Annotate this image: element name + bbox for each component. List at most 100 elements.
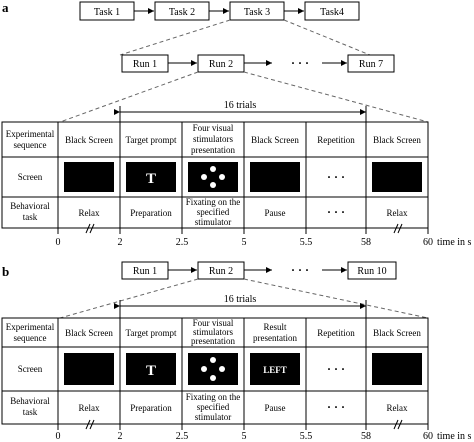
timeline-tick-label: 2.5: [176, 431, 189, 442]
stimulator-dot: [210, 375, 216, 381]
task-box: [304, 1, 360, 21]
run-row-a: Run 1 Run 2 Run 7 · · ·: [121, 54, 395, 73]
stimulator-dot: [210, 166, 216, 172]
behavior-cell: Relax: [387, 208, 408, 218]
run-box: [347, 261, 397, 280]
result-screen: [250, 353, 300, 385]
behavior-cell: Fixating on the: [186, 392, 241, 402]
timeline-tick-label: 2.5: [176, 237, 189, 248]
seq-cell: Black Screen: [251, 135, 299, 145]
run-box: [347, 54, 395, 73]
expand-dash: [119, 19, 231, 56]
seq-cell: Black Screen: [65, 135, 113, 145]
run-label: Run 10: [357, 266, 386, 277]
run-label: Run 2: [209, 266, 233, 277]
behavior-cell: Pause: [265, 208, 286, 218]
target-letter: T: [146, 363, 156, 379]
behavior-cell: stimulator: [195, 412, 232, 422]
black-screen: [250, 162, 300, 192]
seq-cell: Result: [263, 322, 287, 332]
axis-break: [85, 419, 95, 430]
run-label: Run 2: [209, 59, 233, 70]
stimulator-dot: [210, 182, 216, 188]
row-header-sequence: Experimental: [6, 129, 55, 139]
row-header-screen: Screen: [18, 364, 43, 374]
black-screen: [64, 353, 114, 385]
result-text: LEFT: [263, 365, 287, 375]
behavior-cell: Relax: [79, 208, 100, 218]
run-label: Run 1: [133, 266, 157, 277]
target-prompt-screen: [126, 162, 176, 192]
timeline-tick-label: 0: [56, 237, 61, 248]
stimulator-dot: [210, 357, 216, 363]
behavior-cell: Preparation: [130, 403, 172, 413]
row-header-sequence: sequence: [14, 333, 47, 343]
run-ellipsis: · · ·: [291, 56, 309, 70]
expand-dash: [59, 71, 199, 123]
black-screen: [372, 353, 422, 385]
seq-cell: Black Screen: [65, 328, 113, 338]
expand-dash: [243, 71, 429, 123]
behavior-cell: Relax: [79, 403, 100, 413]
task-label: Task 3: [244, 7, 270, 18]
panel-b-label: b: [2, 264, 9, 279]
behavior-cell: specified: [197, 207, 230, 217]
behavior-cell: Fixating on the: [186, 197, 241, 207]
timeline-tick-label: 0: [56, 431, 61, 442]
axis-break: [393, 223, 403, 234]
row-header-behavior: Behavioral: [10, 396, 50, 406]
behavior-cell: · · ·: [327, 205, 345, 219]
run-ellipsis: · · ·: [291, 263, 309, 277]
behavior-cell: Preparation: [130, 208, 172, 218]
black-screen: [64, 162, 114, 192]
stimulator-dot: [201, 366, 207, 372]
stimulator-dot: [219, 174, 225, 180]
seq-cell: Four visual: [193, 123, 234, 133]
axis-break: [393, 419, 403, 430]
behavior-cell: · · ·: [327, 400, 345, 414]
task-label: Task 1: [94, 7, 120, 18]
timeline-b: 0 2 2.5 5 5.5 58 60 time in s: [56, 419, 472, 442]
seq-cell: Repetition: [317, 135, 355, 145]
timeline-unit: time in s: [437, 431, 472, 442]
row-header-sequence: sequence: [14, 140, 47, 150]
timeline-tick-label: 5: [242, 431, 247, 442]
axis-break: [85, 223, 95, 234]
black-screen: [372, 162, 422, 192]
task-row: Task 1 Task 2 Task 3 Task4: [79, 1, 360, 21]
timeline-tick-label: 2: [118, 237, 123, 248]
timeline-tick-label: 2: [118, 431, 123, 442]
row-header-behavior: Behavioral: [10, 201, 50, 211]
screen-ellipsis: · · ·: [327, 362, 345, 376]
seq-cell: stimulators: [193, 327, 233, 337]
row-header-behavior: task: [23, 212, 38, 222]
seq-cell: presentation: [253, 333, 297, 343]
seq-cell: Target prompt: [126, 135, 177, 145]
seq-cell: presentation: [191, 336, 235, 346]
timeline-tick-label: 5.5: [300, 237, 313, 248]
expand-dash: [243, 278, 429, 319]
row-header-sequence: Experimental: [6, 322, 55, 332]
expand-dash: [59, 278, 199, 319]
behavior-cell: Pause: [265, 403, 286, 413]
behavior-cell: stimulator: [195, 217, 232, 227]
seq-cell: Repetition: [317, 328, 355, 338]
stimulator-dot: [201, 174, 207, 180]
timeline-tick-label: 60: [423, 431, 433, 442]
behavior-cell: specified: [197, 402, 230, 412]
expand-dash: [283, 19, 371, 56]
run-row-b: Run 1 Run 2 Run 10 · · ·: [121, 261, 397, 280]
timeline-tick-label: 5.5: [300, 431, 313, 442]
seq-cell: stimulators: [193, 134, 233, 144]
task-label: Task 2: [169, 7, 195, 18]
table-a: Experimental sequence Screen Behavioral …: [1, 121, 429, 229]
seq-cell: Target prompt: [126, 328, 177, 338]
timeline-tick-label: 5: [242, 237, 247, 248]
behavior-cell: Relax: [387, 403, 408, 413]
stimulator-dot: [219, 366, 225, 372]
run-label: Run 7: [359, 59, 383, 70]
timeline-unit: time in s: [437, 237, 472, 248]
screen-ellipsis: · · ·: [327, 170, 345, 184]
timeline-tick-label: 58: [361, 237, 371, 248]
